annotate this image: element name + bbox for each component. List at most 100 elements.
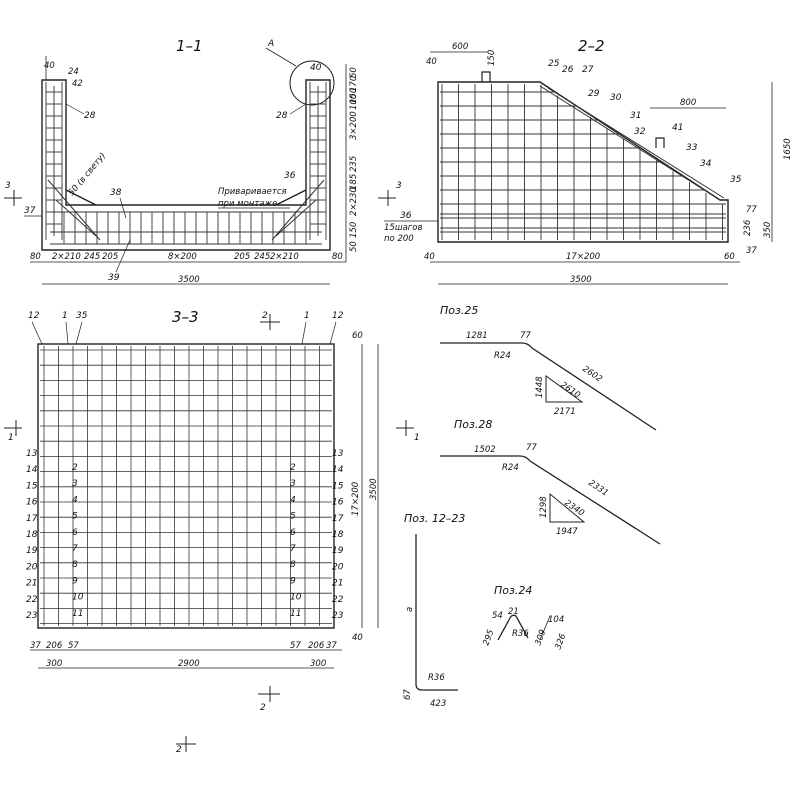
poz28-tri-hyp: 2340 xyxy=(562,498,586,518)
dim-236: 236 xyxy=(743,219,753,236)
dim-right-1: 170 xyxy=(349,76,359,92)
poz24-title: Поз.24 xyxy=(494,584,532,597)
side-mark-right-0: 13 xyxy=(332,449,344,459)
dim-800: 800 xyxy=(680,98,696,108)
boxed-mark-left-1: 3 xyxy=(72,479,78,489)
dim-60-33: 60 xyxy=(352,331,363,341)
sloped-bars xyxy=(539,85,725,201)
poz25-d2: 77 xyxy=(520,331,531,341)
dim-right-2: 150 xyxy=(349,88,359,104)
dim-37-right-33: 37 xyxy=(326,641,337,651)
view-section-1-1: 1–1 А 40 24 42 28 38 37 40 xyxy=(4,37,402,285)
boxed-mark-left-8: 10 xyxy=(72,593,84,603)
poz1223-title: Поз. 12–23 xyxy=(404,512,465,525)
callout-label: А xyxy=(267,39,274,49)
mark-22-8: 33 xyxy=(686,143,698,153)
dim-37: 37 xyxy=(746,246,757,256)
poz25-tri-h: 1448 xyxy=(535,376,545,398)
mark-37-left: 37 xyxy=(24,206,36,216)
side-mark-right-5: 18 xyxy=(332,530,344,540)
side-mark-left-6: 19 xyxy=(26,546,38,556)
side-mark-left-4: 17 xyxy=(26,514,38,524)
poz1223-bar xyxy=(415,534,458,691)
poz25-d1: 1281 xyxy=(466,331,488,341)
dim-3500-33: 3500 xyxy=(369,478,379,500)
section-mark-3-right: 3 xyxy=(396,181,402,191)
poz25-tri-hyp: 2610 xyxy=(558,380,582,400)
dim-57-left-33: 57 xyxy=(68,641,79,651)
side-mark-left-1: 14 xyxy=(26,465,38,475)
dim-350: 350 xyxy=(763,222,773,238)
mark-22-1: 26 xyxy=(562,65,574,75)
dim-40-bottom: 40 xyxy=(424,252,435,262)
poz1223-d2: 423 xyxy=(430,699,446,709)
callout-leader xyxy=(265,47,297,67)
side-mark-right-2: 15 xyxy=(332,481,344,491)
side-mark-right-10: 23 xyxy=(332,611,344,621)
note-steps-line2: по 200 xyxy=(384,234,414,244)
side-mark-right-3: 16 xyxy=(332,498,344,508)
dim-150-top: 150 xyxy=(487,50,497,66)
poz28-r: R24 xyxy=(502,463,519,473)
poz25-triangle xyxy=(545,375,584,403)
boxed-mark-left-6: 8 xyxy=(72,560,78,570)
mark-1-right: 1 xyxy=(304,311,310,321)
dim-right-9: 50 xyxy=(349,241,359,252)
poz1223-d1: 67 xyxy=(403,689,413,700)
section-mark-3-left: 3 xyxy=(5,181,11,191)
boxed-mark-right-2: 4 xyxy=(290,495,296,505)
side-mark-right-9: 22 xyxy=(332,595,344,605)
dim-top-40: 40 xyxy=(44,61,55,71)
poz28-tri-h: 1298 xyxy=(539,496,549,518)
dim-40-top: 40 xyxy=(426,57,437,67)
mark-22-0: 25 xyxy=(548,59,560,69)
mark-22-7: 41 xyxy=(672,123,683,133)
mark-38: 38 xyxy=(110,188,122,198)
poz25-tri-b: 2171 xyxy=(554,407,576,417)
boxed-mark-left-7: 9 xyxy=(72,576,78,586)
dim-57-right-33: 57 xyxy=(290,641,301,651)
poz1223-var: а xyxy=(405,607,415,612)
boxed-mark-right-3: 5 xyxy=(290,512,296,522)
section-mark-1-left: 1 xyxy=(8,433,14,443)
dim-60-bottom: 60 xyxy=(724,252,735,262)
poz28-tri-b: 1947 xyxy=(556,527,578,537)
note-slope-clear: 50 (в свету) xyxy=(67,151,109,198)
poz28-d2: 77 xyxy=(526,443,537,453)
dim-206-right-33: 206 xyxy=(308,641,325,651)
haunch-bars xyxy=(47,179,325,241)
dim-206-left-33: 206 xyxy=(46,641,63,651)
poz28-triangle xyxy=(549,492,586,523)
poz25-title: Поз.25 xyxy=(440,304,478,317)
mark-35-left: 35 xyxy=(76,311,88,321)
note-welded-line2: при монтаже xyxy=(218,199,277,209)
wall-rebar xyxy=(45,82,327,240)
detail-callout-circle xyxy=(289,60,335,106)
dim-37-left-33: 37 xyxy=(30,641,41,651)
dim-right-8: 150 xyxy=(349,222,359,238)
mark-22-4: 30 xyxy=(610,93,622,103)
poz24-d3: 295 xyxy=(481,628,496,647)
side-mark-left-9: 22 xyxy=(26,595,38,605)
boxed-mark-right-4: 6 xyxy=(290,528,296,538)
dim-300-right: 300 xyxy=(310,659,326,669)
boxed-mark-right-1: 3 xyxy=(290,479,296,489)
side-mark-right-7: 20 xyxy=(332,562,344,572)
side-mark-right-4: 17 xyxy=(332,514,344,524)
lifting-loop-left xyxy=(481,71,491,82)
poz28-title: Поз.28 xyxy=(454,418,492,431)
side-mark-left-7: 20 xyxy=(26,562,38,572)
boxed-mark-right-8: 10 xyxy=(290,593,302,603)
poz24-d2: 21 xyxy=(508,607,519,617)
dim-bottom-6: 245 xyxy=(254,252,270,262)
side-mark-left-8: 21 xyxy=(26,579,37,589)
dim-bottom-2: 245 xyxy=(84,252,100,262)
dim-bottom-8: 80 xyxy=(332,252,343,262)
note-steps-line1: 15шагов xyxy=(384,223,422,233)
